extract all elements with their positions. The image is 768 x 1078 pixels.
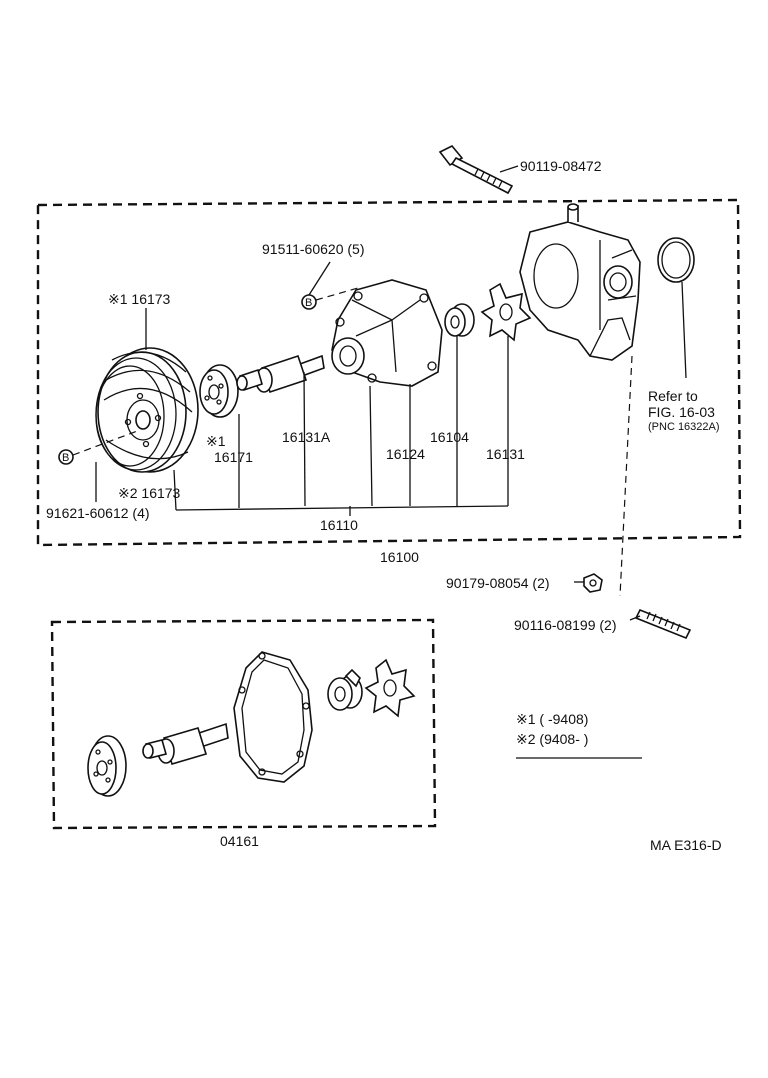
label-90116-08199: 90116-08199 (2) — [514, 617, 616, 633]
label-16100: 16100 — [380, 549, 419, 565]
pulley-16173 — [95, 347, 199, 473]
label-16171-mark: ※1 — [206, 433, 226, 449]
kit-04161-border — [50, 618, 437, 830]
nut-90179-08054 — [583, 573, 603, 593]
o-ring — [657, 237, 695, 283]
label-04161: 04161 — [220, 833, 259, 849]
kit-gasket — [233, 651, 313, 783]
label-16124: 16124 — [386, 446, 425, 462]
flange-16171 — [199, 364, 239, 418]
bolt-90119-08472 — [438, 145, 514, 195]
svg-text:B: B — [305, 297, 312, 309]
impeller-16131 — [480, 282, 532, 342]
label-91511-60620: 91511-60620 (5) — [262, 241, 364, 257]
bolt-b-marker-upper: B — [301, 294, 317, 310]
bolt-b-marker-lower: B — [58, 449, 74, 465]
kit-flange — [87, 735, 127, 797]
stud-90116-08199 — [634, 608, 692, 640]
label-fig-16-03: FIG. 16-03 — [648, 404, 715, 420]
pump-housing — [519, 203, 641, 361]
label-16104: 16104 — [430, 429, 469, 445]
figure-code: MA E316-D — [650, 837, 722, 853]
legend-2: ※2 (9408- ) — [516, 731, 588, 747]
label-16131A: 16131A — [282, 429, 331, 445]
kit-bearing-shaft — [142, 722, 229, 765]
label-90179-08054: 90179-08054 (2) — [446, 575, 550, 591]
legend-1: ※1 ( -9408) — [516, 711, 588, 727]
bearing-shaft-16131A — [236, 354, 325, 394]
kit-impeller — [364, 658, 416, 718]
pump-body-16124 — [331, 279, 443, 387]
label-91621-60612: 91621-60612 (4) — [46, 505, 150, 521]
label-pnc-16322A: (PNC 16322A) — [648, 421, 720, 433]
svg-text:B: B — [62, 452, 69, 464]
kit-seal — [327, 668, 363, 711]
label-refer-to: Refer to — [648, 388, 698, 404]
label-16131: 16131 — [486, 446, 525, 462]
label-pulley-1: ※1 16173 — [108, 291, 171, 307]
seal-16104 — [444, 303, 475, 337]
assembly-16100-border — [36, 198, 742, 547]
label-pulley-2: ※2 16173 — [118, 485, 181, 501]
label-16171: 16171 — [214, 449, 253, 465]
label-90119-08472: 90119-08472 — [520, 158, 602, 174]
label-16110: 16110 — [320, 517, 358, 533]
